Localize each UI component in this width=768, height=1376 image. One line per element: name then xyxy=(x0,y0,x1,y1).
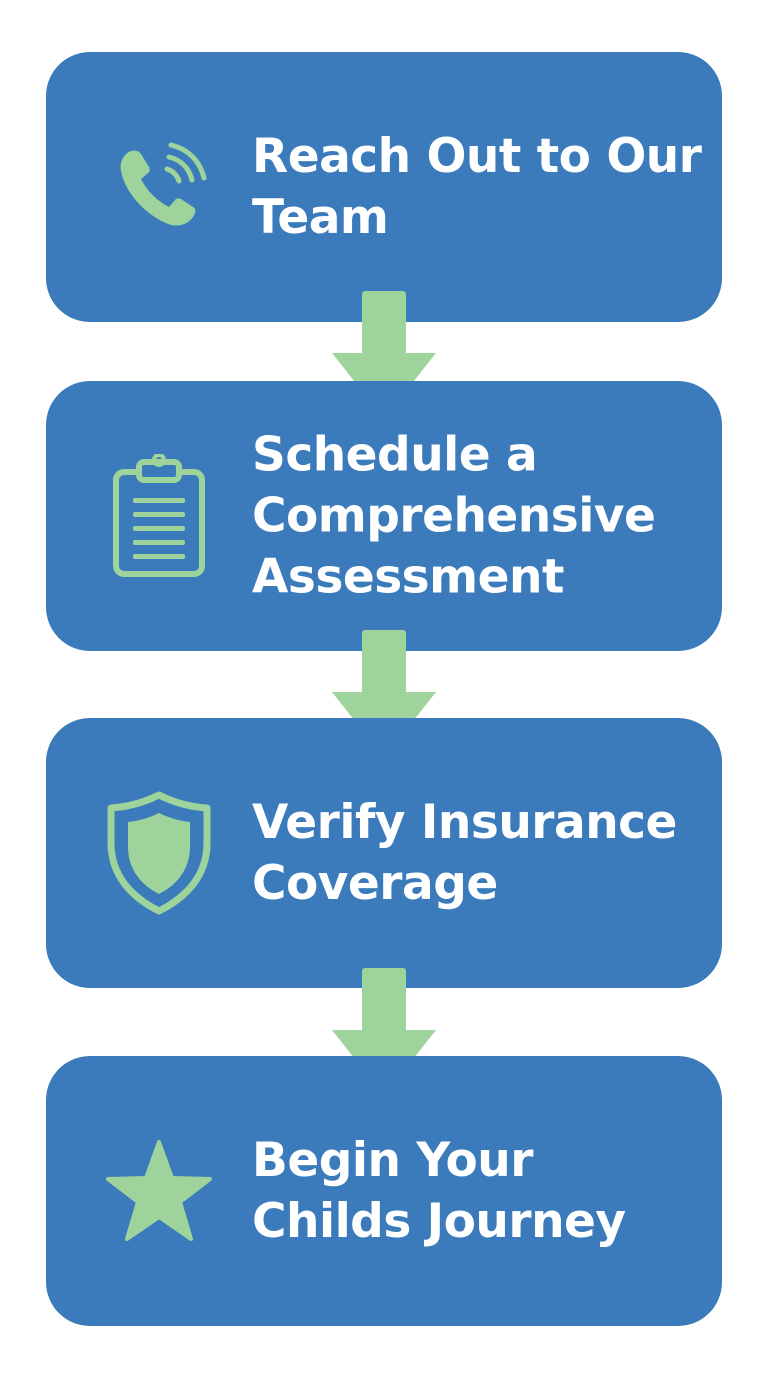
step-label-begin-journey: Begin Your Childs Journey xyxy=(252,1133,626,1249)
star-icon xyxy=(104,1126,214,1256)
step-box-begin-journey: Begin Your Childs Journey xyxy=(46,1056,722,1326)
step-box-schedule-assessment: Schedule a Comprehensive Assessment xyxy=(46,381,722,651)
clipboard-icon xyxy=(104,451,214,581)
step-box-verify-insurance: Verify Insurance Coverage xyxy=(46,718,722,988)
step-label-reach-out: Reach Out to Our Team xyxy=(252,129,702,245)
phone-icon xyxy=(104,122,214,252)
shield-icon xyxy=(104,788,214,918)
step-label-verify-insurance: Verify Insurance Coverage xyxy=(252,795,677,911)
step-label-schedule-assessment: Schedule a Comprehensive Assessment xyxy=(252,427,656,605)
step-box-reach-out: Reach Out to Our Team xyxy=(46,52,722,322)
